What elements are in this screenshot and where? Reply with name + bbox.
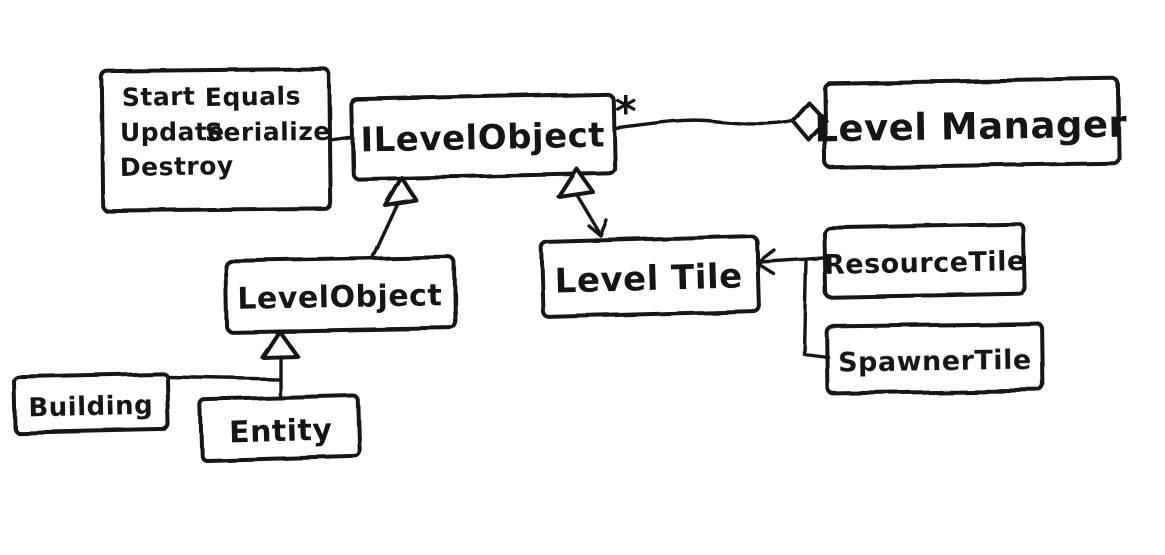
inheritance-line-building bbox=[166, 375, 280, 381]
inheritance-arrow-icon-levelobject bbox=[383, 175, 418, 207]
label-levelmanager: Level Manager bbox=[814, 103, 1128, 151]
inheritance-line-resourcetile bbox=[758, 256, 825, 264]
class-box-entity bbox=[198, 393, 362, 463]
inheritance-line-levelobject bbox=[370, 202, 399, 260]
arrowhead-into-leveltile bbox=[587, 219, 609, 238]
multiplicity-star: * bbox=[615, 87, 637, 136]
class-box-ilevelobject bbox=[349, 92, 617, 181]
class-box-building bbox=[11, 371, 171, 435]
label-levelobject: LevelObject bbox=[237, 278, 442, 317]
label-leveltile: Level Tile bbox=[554, 256, 743, 301]
inheritance-arrow-icon-resourcetile bbox=[755, 248, 776, 276]
label-resourcetile: ResourceTile bbox=[824, 246, 1026, 281]
inheritance-arrow-icon-entity-building bbox=[260, 329, 299, 359]
label-spawnertile: SpawnerTile bbox=[838, 345, 1032, 379]
method-label-update: Update bbox=[120, 117, 225, 147]
label-entity: Entity bbox=[229, 413, 333, 451]
method-label-serialize: Serialize bbox=[205, 117, 331, 147]
class-box-resourcetile bbox=[822, 222, 1028, 300]
class-box-levelobject bbox=[223, 255, 458, 334]
method-label-destroy: Destroy bbox=[120, 151, 234, 182]
label-ilevelobject: ILevelObject bbox=[360, 115, 605, 160]
inheritance-line-spawnertile bbox=[802, 258, 830, 359]
class-box-levelmanager bbox=[822, 76, 1122, 171]
label-building: Building bbox=[28, 391, 153, 424]
inheritance-line-leveltile bbox=[575, 193, 603, 237]
method-label-equals: Equals bbox=[205, 81, 302, 112]
class-box-spawnertile bbox=[824, 321, 1046, 396]
method-label-start: Start bbox=[122, 82, 196, 112]
aggregation-line bbox=[613, 118, 794, 130]
connector-methods-to-ilevelobject bbox=[328, 135, 354, 142]
class-box-leveltile bbox=[539, 234, 761, 319]
